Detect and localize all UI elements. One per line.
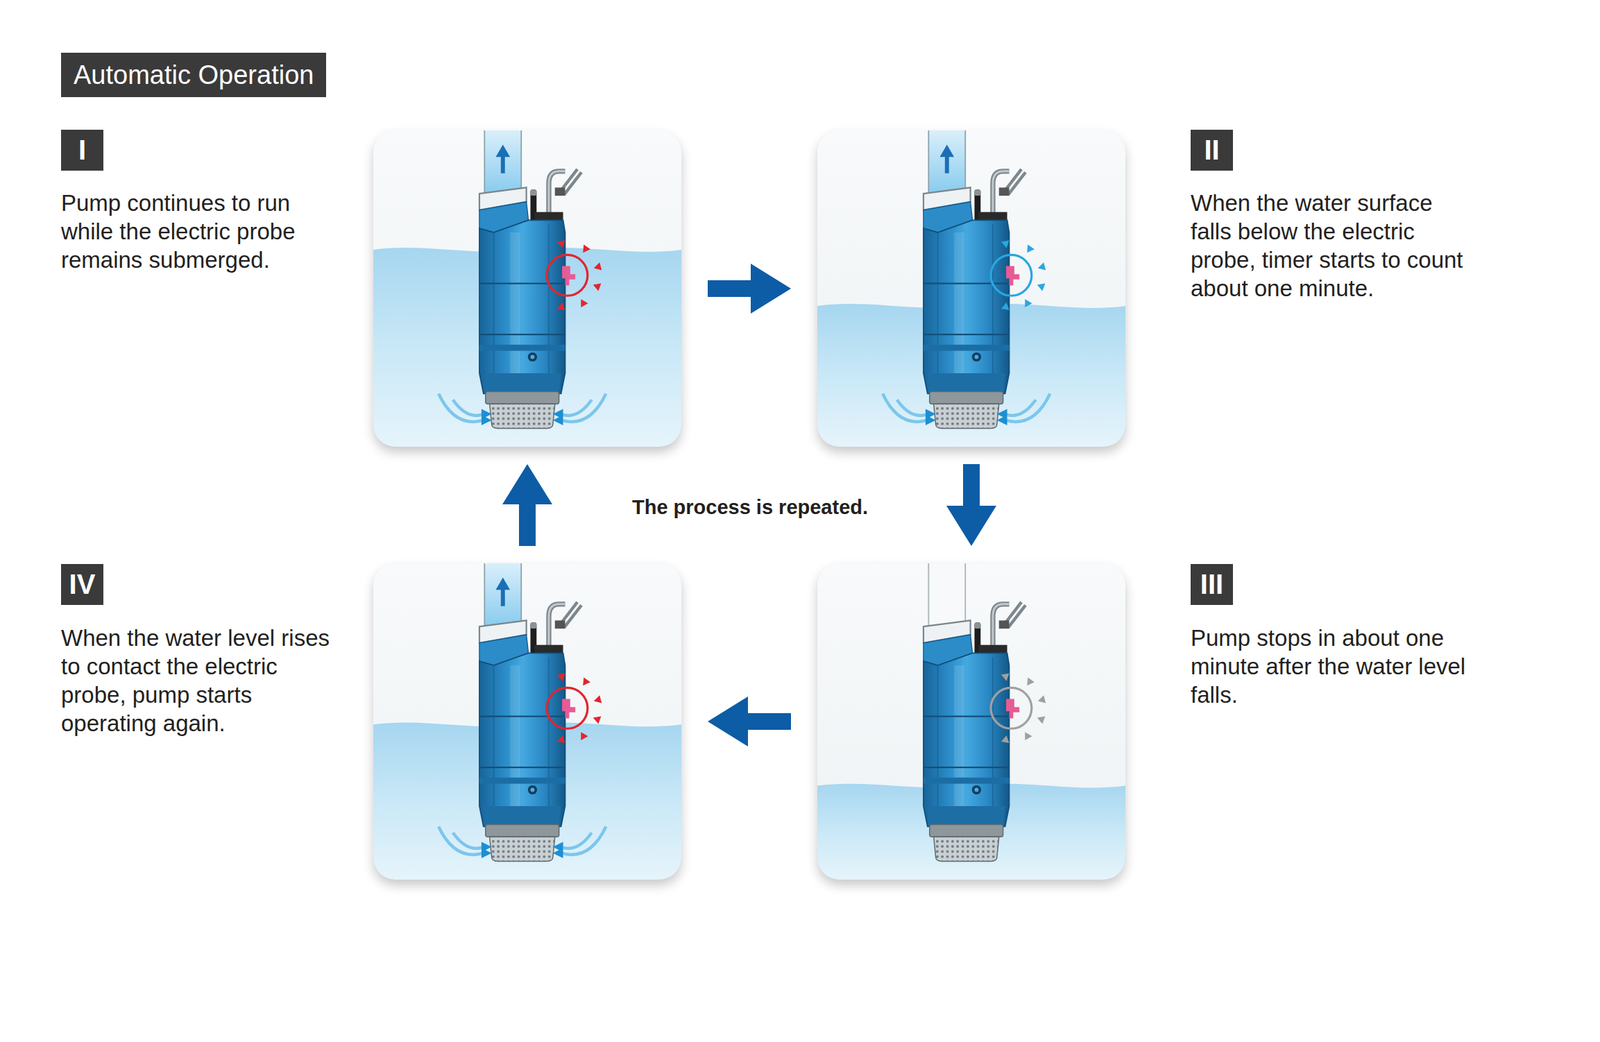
pump — [479, 602, 582, 862]
discharge-pipe — [484, 130, 522, 196]
step-description: Pump stops in about one minute after the… — [1190, 623, 1469, 710]
step-panel: IIIPump stops in about one minute after … — [817, 563, 1126, 880]
step-panel: IPump continues to run while the electri… — [373, 130, 682, 447]
panel-art — [373, 128, 682, 447]
panel-art — [373, 561, 682, 880]
probe-icon — [562, 699, 576, 719]
step-number: II — [1190, 129, 1233, 171]
step-number: IV — [61, 564, 104, 606]
probe-ring — [546, 687, 588, 729]
probe-icon — [1006, 266, 1020, 286]
flow-arrow — [939, 145, 955, 174]
step-description: When the water surface falls below the e… — [1190, 188, 1469, 303]
step-number: I — [61, 129, 104, 171]
suction-arrows — [438, 393, 606, 426]
discharge-pipe — [928, 563, 966, 629]
panel-ground — [373, 130, 682, 447]
probe-indicator — [546, 673, 602, 744]
step-number: III — [1190, 564, 1233, 606]
signal-rays — [1001, 240, 1046, 311]
probe-ring — [990, 687, 1032, 729]
flow-arrow — [707, 696, 791, 747]
step-panel: IIWhen the water surface falls below the… — [817, 130, 1126, 447]
signal-rays — [1001, 673, 1046, 744]
suction-arrows — [882, 393, 1050, 426]
probe-indicator — [990, 240, 1046, 311]
flow-arrow — [502, 464, 553, 547]
panel-ground — [817, 130, 1126, 447]
note-label: The process is repeated. — [632, 496, 868, 519]
probe-indicator — [546, 240, 602, 311]
flow-arrow — [495, 577, 510, 607]
discharge-pipe — [484, 563, 522, 629]
flow-arrow — [707, 263, 791, 314]
discharge-pipe — [928, 130, 966, 196]
step-panel: IVWhen the water level rises to contact … — [373, 563, 682, 880]
suction-arrows — [438, 826, 606, 859]
panel-ground — [817, 563, 1126, 880]
panel-art — [817, 561, 1126, 880]
flow-arrow — [495, 145, 510, 174]
pump — [923, 169, 1026, 429]
probe-ring — [990, 254, 1032, 296]
probe-indicator — [990, 673, 1046, 744]
pump — [923, 602, 1026, 862]
diagram-title: Automatic Operation — [61, 52, 327, 98]
probe-icon — [562, 266, 576, 286]
probe-ring — [546, 254, 588, 296]
panel-art — [817, 128, 1126, 447]
panel-ground — [373, 563, 682, 880]
signal-rays — [557, 673, 602, 744]
probe-icon — [1006, 699, 1020, 719]
step-description: Pump continues to run while the electric… — [61, 188, 339, 275]
signal-rays — [557, 240, 602, 311]
step-description: When the water level rises to contact th… — [61, 623, 339, 738]
flow-arrow — [946, 464, 997, 547]
pump — [479, 169, 582, 429]
